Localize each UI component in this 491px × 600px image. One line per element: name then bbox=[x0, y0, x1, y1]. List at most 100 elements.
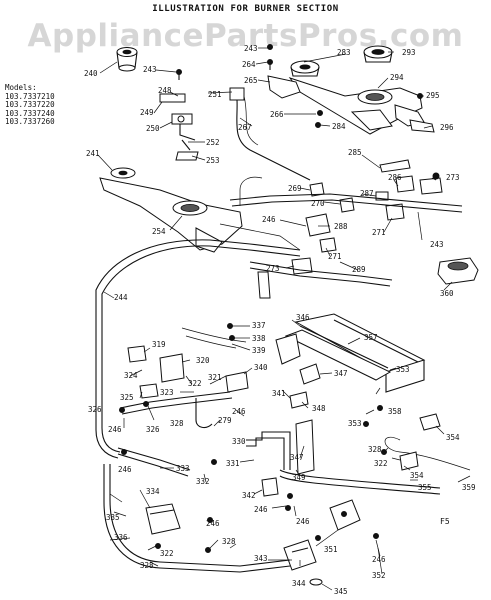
cap-345[interactable] bbox=[309, 578, 323, 586]
bracket-324[interactable] bbox=[159, 353, 185, 383]
burner-cap-240[interactable] bbox=[116, 47, 138, 72]
screw-264[interactable] bbox=[267, 59, 273, 71]
oven-burner-357[interactable] bbox=[294, 313, 426, 393]
tube-279 bbox=[195, 398, 213, 429]
callout: 353 bbox=[348, 419, 362, 428]
valve-319[interactable] bbox=[127, 345, 147, 363]
grate-foot-360[interactable] bbox=[437, 257, 479, 285]
callout: 288 bbox=[334, 222, 348, 231]
callout: 328 bbox=[140, 561, 154, 570]
callout: 354 bbox=[410, 471, 424, 480]
callout: 319 bbox=[152, 340, 166, 349]
callout: 334 bbox=[146, 487, 160, 496]
model-number: 103.7337210 bbox=[5, 91, 55, 101]
igniter-parts-248[interactable] bbox=[159, 93, 199, 161]
callout: 355 bbox=[418, 483, 432, 492]
screw-266[interactable] bbox=[317, 110, 323, 116]
callout: 254 bbox=[152, 227, 166, 236]
switch-323[interactable] bbox=[139, 383, 159, 399]
callout: 240 bbox=[84, 69, 98, 78]
ignition-wire bbox=[243, 95, 259, 146]
valve-286[interactable] bbox=[395, 175, 415, 193]
callout: 353 bbox=[396, 365, 410, 374]
regulator-344[interactable] bbox=[283, 539, 317, 571]
callout: 340 bbox=[254, 363, 268, 372]
screw-284[interactable] bbox=[315, 122, 321, 128]
callout: 354 bbox=[446, 433, 460, 442]
callout: 270 bbox=[311, 199, 325, 208]
models-list: Models: 103.7337210 103.7337220 103.7337… bbox=[5, 83, 55, 127]
callout: 332 bbox=[196, 477, 210, 486]
callout: 344 bbox=[292, 579, 306, 588]
gas-tube-244 bbox=[95, 239, 301, 459]
callout: 331 bbox=[226, 459, 240, 468]
valve-288[interactable] bbox=[305, 213, 331, 237]
callout: 243 bbox=[430, 240, 444, 249]
callout: 244 bbox=[114, 293, 128, 302]
valve-271-lower[interactable] bbox=[319, 237, 337, 253]
callout: 328 bbox=[368, 445, 382, 454]
callout: 349 bbox=[292, 473, 306, 482]
screw-243[interactable] bbox=[176, 69, 182, 81]
valve-271[interactable] bbox=[385, 203, 405, 221]
gas-manifold-289 bbox=[229, 193, 463, 207]
bracket-265[interactable] bbox=[267, 75, 301, 99]
burner-head-283[interactable] bbox=[290, 60, 320, 77]
valve-273[interactable] bbox=[419, 172, 443, 195]
gas-line-333 bbox=[117, 447, 191, 471]
callout: 322 bbox=[374, 459, 388, 468]
callout: 321 bbox=[208, 373, 222, 382]
callout: 347 bbox=[334, 369, 348, 378]
watermark: AppliancePartsPros.com bbox=[27, 18, 464, 54]
callout: 346 bbox=[296, 313, 310, 322]
callout: 269 bbox=[288, 184, 302, 193]
callout: 243 bbox=[143, 65, 157, 74]
callout: 345 bbox=[334, 587, 348, 596]
callout: 328 bbox=[170, 419, 184, 428]
bake-burner-tube[interactable] bbox=[295, 419, 315, 475]
thermostat-334[interactable] bbox=[145, 503, 181, 535]
burner-tube-353[interactable] bbox=[275, 329, 392, 381]
oven-igniter-347[interactable] bbox=[289, 363, 321, 409]
model-number: 103.7337260 bbox=[5, 117, 55, 127]
valve-340[interactable] bbox=[225, 371, 249, 393]
callout: 294 bbox=[390, 73, 404, 82]
callout: 325 bbox=[120, 393, 134, 402]
bracket-342[interactable] bbox=[261, 477, 279, 497]
callout: 348 bbox=[312, 404, 326, 413]
callout: 322 bbox=[160, 549, 174, 558]
callout-numbers: 240 243 248 249 250 251 252 253 241 254 … bbox=[84, 44, 476, 596]
callout: 271 bbox=[372, 228, 386, 237]
sensor-354[interactable] bbox=[399, 413, 441, 471]
callout: 279 bbox=[218, 416, 232, 425]
thermostat-wire bbox=[384, 437, 471, 471]
callout: 324 bbox=[124, 371, 138, 380]
valve-273-lower[interactable] bbox=[291, 257, 313, 275]
callout: 342 bbox=[242, 491, 256, 500]
figure-code: F5 bbox=[440, 517, 450, 526]
callout: 248 bbox=[158, 86, 172, 95]
callout: 335 bbox=[106, 513, 120, 522]
igniter-285[interactable] bbox=[379, 159, 411, 173]
electrode-296[interactable] bbox=[409, 119, 435, 133]
callout: 293 bbox=[402, 48, 416, 57]
callout: 289 bbox=[352, 265, 366, 274]
igniter-251[interactable] bbox=[229, 87, 311, 181]
callout: 251 bbox=[208, 90, 222, 99]
fittings bbox=[119, 323, 387, 553]
callout: 343 bbox=[254, 554, 268, 563]
orifice-270[interactable] bbox=[339, 197, 355, 213]
screw-243-top[interactable] bbox=[267, 44, 273, 50]
callout: 243 bbox=[244, 44, 258, 53]
callout: 287 bbox=[360, 189, 374, 198]
callout: 326 bbox=[146, 425, 160, 434]
callout: 246 bbox=[262, 215, 276, 224]
safety-valve-351[interactable] bbox=[329, 499, 361, 531]
callout: 326 bbox=[88, 405, 102, 414]
burner-assembly-241[interactable] bbox=[99, 167, 243, 253]
callout: 322 bbox=[188, 379, 202, 388]
callout: 357 bbox=[364, 333, 378, 342]
callout: 271 bbox=[328, 252, 342, 261]
burner-assembly-294[interactable] bbox=[288, 77, 425, 135]
burner-cap-293[interactable] bbox=[363, 45, 393, 63]
